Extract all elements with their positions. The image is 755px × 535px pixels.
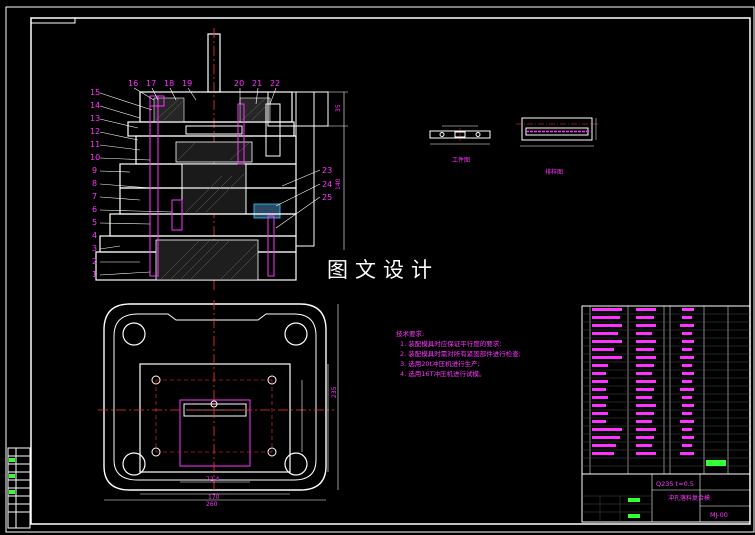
plan-dims (104, 304, 339, 501)
title-drawing-name: 冲孔落料复合模 (668, 494, 710, 502)
part-no-12: 12 (90, 127, 100, 136)
dim-right-140: 140 (335, 178, 342, 190)
part-no-24: 24 (322, 180, 332, 189)
title-drawing-no: MJ-00 (710, 511, 728, 519)
part-no-19: 19 (182, 79, 192, 88)
sheet-border (5, 6, 755, 533)
dim-width-170: 170 (208, 494, 220, 501)
dim-height-235: 235 (331, 386, 338, 398)
part-no-14: 14 (90, 101, 100, 110)
dim-inner-72: 72.4 (206, 476, 220, 483)
part-no-11: 11 (90, 140, 100, 149)
dim-width-260: 260 (206, 501, 218, 508)
watermark-text: 图文设计 (298, 250, 468, 288)
part-no-25: 25 (322, 193, 332, 202)
part-no-9: 9 (92, 166, 97, 175)
tech-requirements: 技术要求: 1. 装配模具时应保证平行度的要求; 2. 装配模具时需对所有紧固部… (396, 329, 521, 378)
part-no-5: 5 (92, 218, 97, 227)
part-no-2: 2 (92, 257, 97, 266)
frame-border (30, 17, 751, 525)
tech-req-item-4: 4. 选用16T冲压机进行试模。 (400, 369, 486, 378)
top-part-numbers: 16 17 18 19 20 21 22 (128, 79, 280, 105)
part-no-4: 4 (92, 231, 97, 240)
left-part-numbers: 15 14 13 12 11 10 9 8 7 6 5 4 3 2 1 (90, 88, 100, 279)
workpiece-label: 工件图 (452, 156, 470, 164)
plan-view (98, 300, 334, 496)
title-material: Q235 t=0.5 (656, 480, 694, 488)
tech-req-item-2: 2. 装配模具时需对所有紧固部件进行检查; (400, 349, 521, 358)
parts-list (581, 305, 751, 475)
tech-req-item-3: 3. 选用20t冲压机进行生产; (400, 359, 480, 368)
part-no-6: 6 (92, 205, 97, 214)
part-no-17: 17 (146, 79, 156, 88)
part-no-13: 13 (90, 114, 100, 123)
tech-req-item-1: 1. 装配模具时应保证平行度的要求; (400, 339, 501, 348)
part-no-21: 21 (252, 79, 262, 88)
part-no-8: 8 (92, 179, 97, 188)
dim-right-35: 35 (335, 104, 342, 112)
part-no-1: 1 (92, 270, 97, 279)
part-no-3: 3 (92, 244, 97, 253)
part-no-10: 10 (90, 153, 100, 162)
tech-req-title: 技术要求: (396, 329, 424, 338)
assembly-section-view (95, 28, 329, 290)
part-no-23: 23 (322, 166, 332, 175)
title-block (581, 473, 751, 523)
binding-table (7, 447, 31, 529)
part-no-15: 15 (90, 88, 100, 97)
strip-layout (516, 117, 598, 147)
corner-tag (30, 17, 76, 24)
workpiece-drawing (429, 125, 491, 145)
part-no-18: 18 (164, 79, 174, 88)
left-leaders (99, 92, 173, 276)
part-no-7: 7 (92, 192, 97, 201)
part-no-22: 22 (270, 79, 280, 88)
part-no-20: 20 (234, 79, 244, 88)
part-no-16: 16 (128, 79, 138, 88)
right-part-numbers: 23 24 25 (275, 166, 332, 229)
strip-layout-label: 排样图 (545, 168, 563, 176)
